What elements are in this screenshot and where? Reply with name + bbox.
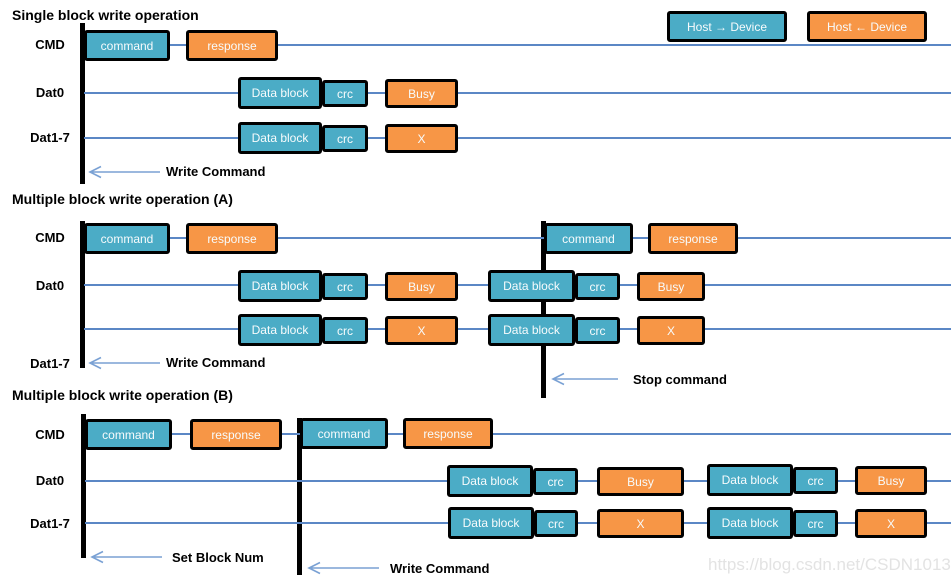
data-block: Data block <box>707 507 793 539</box>
command-block: command <box>85 419 172 450</box>
x-block: X <box>385 124 458 153</box>
response-block: response <box>648 223 738 254</box>
start-marker-line <box>80 221 85 368</box>
crc-block: crc <box>322 273 368 300</box>
cmd-timeline <box>84 237 951 239</box>
command-block: command <box>300 418 388 449</box>
watermark: https://blog.csdn.net/CSDN1013 <box>708 555 951 574</box>
busy-block: Busy <box>855 466 927 495</box>
cmd-timeline <box>85 433 951 435</box>
data-block: Data block <box>488 314 575 346</box>
left-arrow-icon <box>90 550 162 564</box>
row-label-dat0: Dat0 <box>35 278 65 293</box>
annotation-stop-command: Stop command <box>633 372 727 387</box>
section-title-single: Single block write operation <box>12 7 199 23</box>
stop-marker-line <box>541 221 546 398</box>
data-block: Data block <box>447 465 533 497</box>
data-block: Data block <box>238 77 322 109</box>
response-block: response <box>186 30 278 61</box>
crc-block: crc <box>575 317 620 344</box>
row-label-dat0: Dat0 <box>35 85 65 100</box>
annotation-write-command: Write Command <box>166 164 266 179</box>
left-arrow-icon <box>88 356 160 370</box>
response-block: response <box>186 223 278 254</box>
response-block: response <box>403 418 493 449</box>
crc-block: crc <box>533 468 578 495</box>
left-arrow-icon <box>551 372 618 386</box>
legend-host-from-device: Host ← Device <box>807 11 927 42</box>
row-label-cmd: CMD <box>35 427 65 442</box>
row-label-dat0: Dat0 <box>35 473 65 488</box>
busy-block: Busy <box>637 272 705 301</box>
row-label-dat1-7: Dat1-7 <box>30 130 70 145</box>
crc-block: crc <box>793 467 838 494</box>
section-title-multiple-b: Multiple block write operation (B) <box>12 387 233 403</box>
crc-block: crc <box>534 510 578 537</box>
crc-block: crc <box>575 273 620 300</box>
cmd-timeline <box>84 44 951 46</box>
x-block: X <box>637 316 705 345</box>
dat1-7-timeline <box>84 137 951 139</box>
command-block: command <box>544 223 633 254</box>
annotation-write-command: Write Command <box>166 355 266 370</box>
x-block: X <box>855 509 927 538</box>
x-block: X <box>385 316 458 345</box>
crc-block: crc <box>322 317 368 344</box>
left-arrow-icon <box>88 165 160 179</box>
start-marker-line <box>80 23 85 184</box>
write-command-marker-line <box>297 418 302 575</box>
left-arrow-icon <box>307 561 379 575</box>
data-block: Data block <box>238 314 322 346</box>
response-block: response <box>190 419 282 450</box>
row-label-cmd: CMD <box>35 37 65 52</box>
dat0-timeline <box>84 92 951 94</box>
busy-block: Busy <box>385 272 458 301</box>
data-block: Data block <box>238 122 322 154</box>
row-label-cmd: CMD <box>35 230 65 245</box>
crc-block: crc <box>322 80 368 107</box>
legend-host-to-device: Host → Device <box>667 11 787 42</box>
annotation-write-command: Write Command <box>390 561 490 576</box>
row-label-dat1-7: Dat1-7 <box>30 356 70 371</box>
section-title-multiple-a: Multiple block write operation (A) <box>12 191 233 207</box>
crc-block: crc <box>322 125 368 152</box>
data-block: Data block <box>448 507 534 539</box>
row-label-dat1-7: Dat1-7 <box>30 516 70 531</box>
annotation-set-block-num: Set Block Num <box>172 550 264 565</box>
set-block-marker-line <box>81 414 86 558</box>
command-block: command <box>84 30 170 61</box>
command-block: command <box>84 223 170 254</box>
data-block: Data block <box>488 270 575 302</box>
data-block: Data block <box>707 464 793 496</box>
busy-block: Busy <box>385 79 458 108</box>
x-block: X <box>597 509 684 538</box>
crc-block: crc <box>793 510 838 537</box>
data-block: Data block <box>238 270 322 302</box>
busy-block: Busy <box>597 467 684 496</box>
